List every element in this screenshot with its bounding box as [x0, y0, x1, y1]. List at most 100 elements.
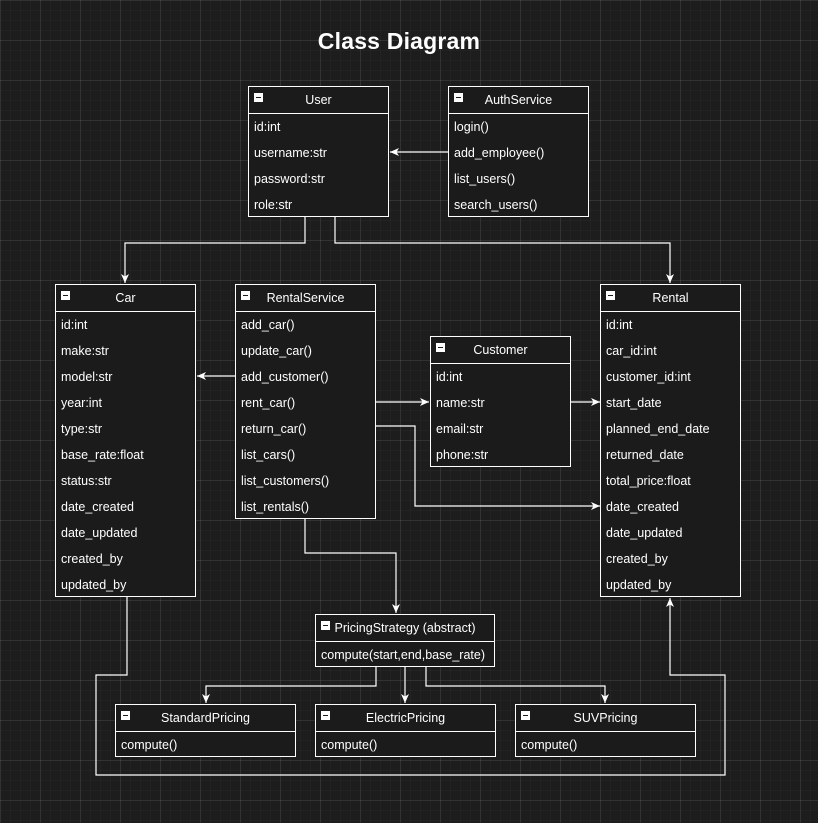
class-customer-header[interactable]: Customer [431, 337, 570, 364]
class-name: Car [115, 291, 136, 305]
member: start_date [606, 396, 662, 410]
collapse-icon[interactable] [321, 711, 330, 720]
class-name: Customer [473, 343, 528, 357]
member-list: add_car() update_car() add_customer() re… [236, 312, 375, 520]
class-auth-service-header[interactable]: AuthService [449, 87, 588, 114]
class-name: PricingStrategy (abstract) [334, 621, 476, 635]
class-pricing-strategy-header[interactable]: PricingStrategy (abstract) [316, 615, 494, 642]
collapse-icon[interactable] [521, 711, 530, 720]
collapse-icon[interactable] [436, 343, 445, 352]
member: list_cars() [241, 448, 296, 462]
class-rental[interactable]: Rental id:int car_id:int customer_id:int… [600, 284, 741, 597]
member: planned_end_date [606, 422, 710, 436]
member-list: compute() [316, 732, 495, 758]
member: created_by [61, 552, 123, 566]
class-suv-pricing-header[interactable]: SUVPricing [516, 705, 695, 732]
class-standard-pricing-header[interactable]: StandardPricing [116, 705, 295, 732]
class-user[interactable]: User id:int username:str password:str ro… [248, 86, 389, 217]
class-electric-pricing-header[interactable]: ElectricPricing [316, 705, 495, 732]
member: username:str [254, 146, 327, 160]
edge-rentalservice-to-rental [376, 425, 600, 510]
member: id:int [61, 318, 88, 332]
member-list: compute() [116, 732, 295, 758]
member: list_users() [454, 172, 516, 186]
member: created_by [606, 552, 668, 566]
edge-user-to-car [121, 217, 306, 283]
class-name: ElectricPricing [365, 711, 446, 725]
class-car[interactable]: Car id:int make:str model:str year:int t… [55, 284, 196, 597]
class-name: SUVPricing [573, 711, 638, 725]
diagram-title: Class Diagram [317, 28, 481, 54]
member: role:str [254, 198, 293, 212]
collapse-icon[interactable] [254, 93, 263, 102]
member: compute() [321, 738, 378, 752]
class-electric-pricing[interactable]: ElectricPricing compute() [315, 704, 496, 757]
collapse-icon[interactable] [121, 711, 130, 720]
member: status:str [61, 474, 112, 488]
member: return_car() [241, 422, 307, 436]
collapse-icon[interactable] [61, 291, 70, 300]
member: add_car() [241, 318, 295, 332]
member: date_updated [61, 526, 138, 540]
member: add_employee() [454, 146, 545, 160]
class-car-header[interactable]: Car [56, 285, 195, 312]
collapse-icon[interactable] [321, 621, 330, 630]
member: add_customer() [241, 370, 329, 384]
member-list: id:int make:str model:str year:int type:… [56, 312, 195, 598]
member-list: compute() [516, 732, 695, 758]
collapse-icon[interactable] [241, 291, 250, 300]
member: make:str [61, 344, 109, 358]
class-rental-header[interactable]: Rental [601, 285, 740, 312]
class-rental-service[interactable]: RentalService add_car() update_car() add… [235, 284, 376, 519]
member: type:str [61, 422, 102, 436]
member: compute() [121, 738, 178, 752]
class-name: StandardPricing [161, 711, 250, 725]
member-list: id:int name:str email:str phone:str [431, 364, 570, 468]
member-list: id:int username:str password:str role:st… [249, 114, 388, 218]
edge-car-to-rental [95, 597, 726, 776]
class-user-header[interactable]: User [249, 87, 388, 114]
member-list: compute(start,end,base_rate) [316, 642, 494, 668]
member: search_users() [454, 198, 538, 212]
member: updated_by [61, 578, 127, 592]
member: compute() [521, 738, 578, 752]
member: list_rentals() [241, 500, 310, 514]
member: email:str [436, 422, 484, 436]
class-auth-service[interactable]: AuthService login() add_employee() list_… [448, 86, 589, 217]
member: password:str [254, 172, 325, 186]
member: rent_car() [241, 396, 296, 410]
member: total_price:float [606, 474, 691, 488]
class-pricing-strategy[interactable]: PricingStrategy (abstract) compute(start… [315, 614, 495, 667]
member: phone:str [436, 448, 489, 462]
class-customer[interactable]: Customer id:int name:str email:str phone… [430, 336, 571, 467]
edge-rentalservice-to-pricing [304, 519, 400, 613]
member: base_rate:float [61, 448, 144, 462]
member: model:str [61, 370, 113, 384]
member: list_customers() [241, 474, 330, 488]
member: car_id:int [606, 344, 657, 358]
class-name: User [305, 93, 332, 107]
edge-user-to-rental [334, 217, 674, 283]
member: updated_by [606, 578, 672, 592]
class-name: Rental [652, 291, 689, 305]
class-name: AuthService [484, 93, 553, 107]
member: compute(start,end,base_rate) [321, 648, 485, 662]
member-list: id:int car_id:int customer_id:int start_… [601, 312, 740, 598]
class-rental-service-header[interactable]: RentalService [236, 285, 375, 312]
class-standard-pricing[interactable]: StandardPricing compute() [115, 704, 296, 757]
member: returned_date [606, 448, 684, 462]
edge-pricing-to-standard [202, 667, 377, 703]
member: date_created [606, 500, 679, 514]
member: id:int [436, 370, 463, 384]
edge-pricing-to-suv [425, 667, 609, 703]
class-suv-pricing[interactable]: SUVPricing compute() [515, 704, 696, 757]
class-name: RentalService [266, 291, 345, 305]
member: year:int [61, 396, 102, 410]
member: login() [454, 120, 489, 134]
member: name:str [436, 396, 485, 410]
collapse-icon[interactable] [606, 291, 615, 300]
collapse-icon[interactable] [454, 93, 463, 102]
member: customer_id:int [606, 370, 691, 384]
member: id:int [606, 318, 633, 332]
